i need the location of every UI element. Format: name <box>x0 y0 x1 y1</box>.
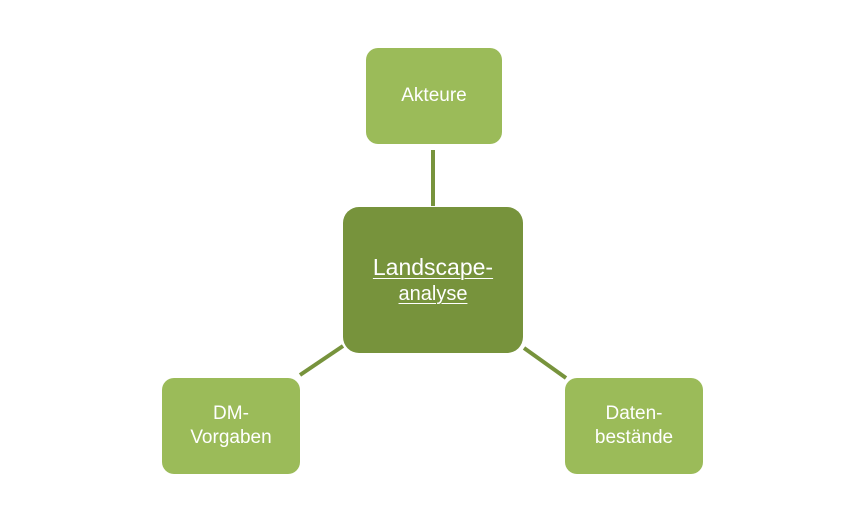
node-dm-vorgaben-line1: DM- <box>213 403 249 425</box>
node-akteure: Akteure <box>366 48 502 144</box>
node-center-label-line1: Landscape- <box>372 254 494 281</box>
connector-bottom-right <box>522 346 568 380</box>
node-datenbestaende-line2: bestände <box>594 427 674 448</box>
node-datenbestaende: Daten- bestände <box>565 378 703 474</box>
node-center-label-line2: analyse <box>398 282 468 305</box>
connector-bottom-left <box>298 344 345 377</box>
node-datenbestaende-line1: Daten- <box>605 403 663 425</box>
node-dm-vorgaben: DM- Vorgaben <box>162 378 300 474</box>
node-dm-vorgaben-line2: Vorgaben <box>190 427 272 448</box>
node-akteure-label: Akteure <box>401 85 467 107</box>
node-landscape-analyse: Landscape- analyse <box>343 207 523 353</box>
